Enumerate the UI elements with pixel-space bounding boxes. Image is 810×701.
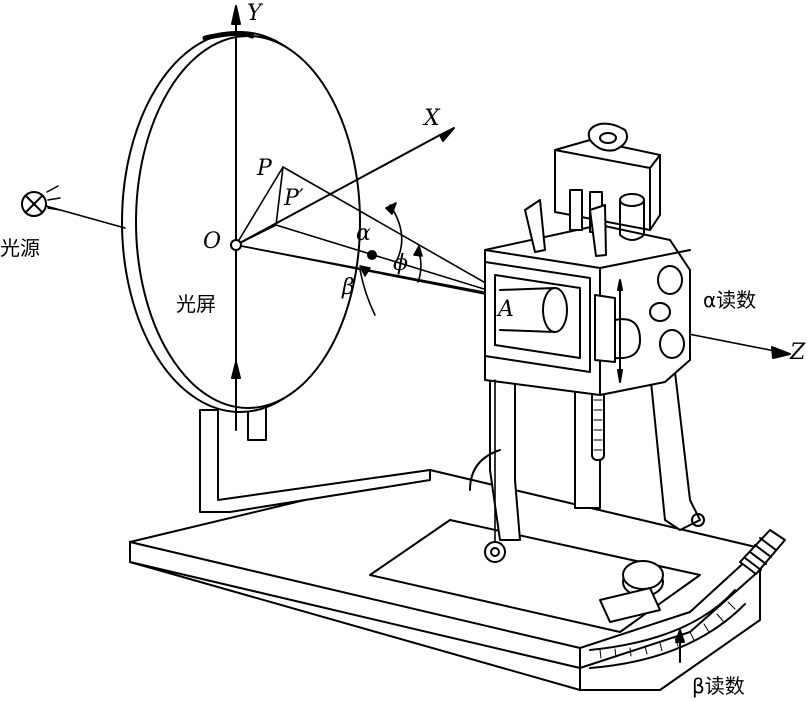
beta-handle	[739, 529, 786, 575]
point-a-label: A	[498, 297, 514, 322]
y-axis-label: Y	[247, 1, 262, 26]
angle-arcs	[359, 202, 423, 316]
intersection-point	[367, 250, 377, 260]
point-p-prime-label: P′	[284, 186, 304, 211]
point-p-label: P	[257, 156, 272, 181]
beta-reading-label: β读数	[692, 674, 745, 698]
origin-label: O	[203, 229, 222, 254]
screen-label: 光屏	[176, 292, 216, 316]
light-source-label: 光源	[0, 236, 40, 260]
beta-knob	[599, 560, 664, 623]
origin-point	[230, 239, 242, 251]
alpha-reading-label: α读数	[703, 288, 757, 312]
sample-holder	[484, 261, 641, 373]
light-source-lamp	[21, 185, 61, 217]
alpha-label: α	[356, 221, 371, 246]
alpha-scale	[591, 389, 605, 461]
x-axis-label: X	[424, 106, 440, 131]
top-assembly	[524, 122, 661, 257]
beta-scale	[589, 589, 746, 669]
projection-lines	[235, 166, 511, 298]
beta-label: β	[342, 275, 355, 300]
light-screen	[121, 30, 361, 413]
phi-label: ϕ	[393, 251, 408, 276]
plumb-bob	[484, 379, 506, 563]
z-axis-label: Z	[790, 340, 806, 365]
